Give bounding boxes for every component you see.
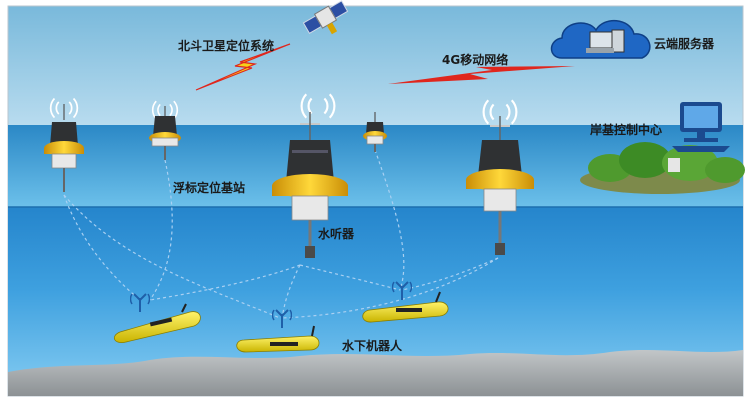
computer-icon: [672, 102, 730, 152]
island-icon: [580, 142, 745, 194]
lightning-bolt-icon: [195, 43, 291, 91]
buoy-station-2: [149, 100, 181, 160]
underwater-robot-2: [236, 309, 320, 353]
buoy-station-5: [466, 98, 534, 255]
buoy-station-3: [272, 92, 348, 258]
underwater-robot-3: [362, 281, 449, 323]
underwater-robot-1: [113, 293, 201, 343]
label-shore-center: 岸基控制中心: [590, 122, 662, 137]
buoy-station-4: [363, 112, 387, 152]
network-link: [388, 66, 575, 84]
buoy-station-1: [44, 97, 84, 192]
label-satellite-system: 北斗卫星定位系统: [178, 38, 274, 53]
satellite-icon: [302, 0, 349, 35]
label-buoy-station: 浮标定位基站: [173, 180, 245, 195]
seabed: [8, 350, 743, 396]
label-hydrophone: 水听器: [318, 226, 355, 241]
acoustic-links: [63, 149, 499, 319]
hydrophone-device: [305, 246, 315, 258]
label-network: 4G移动网络: [442, 52, 508, 67]
label-underwater-robot: 水下机器人: [342, 338, 403, 353]
cloud-icon: [550, 20, 651, 59]
underwater-area: [8, 207, 743, 372]
label-cloud-server: 云端服务器: [654, 36, 715, 51]
